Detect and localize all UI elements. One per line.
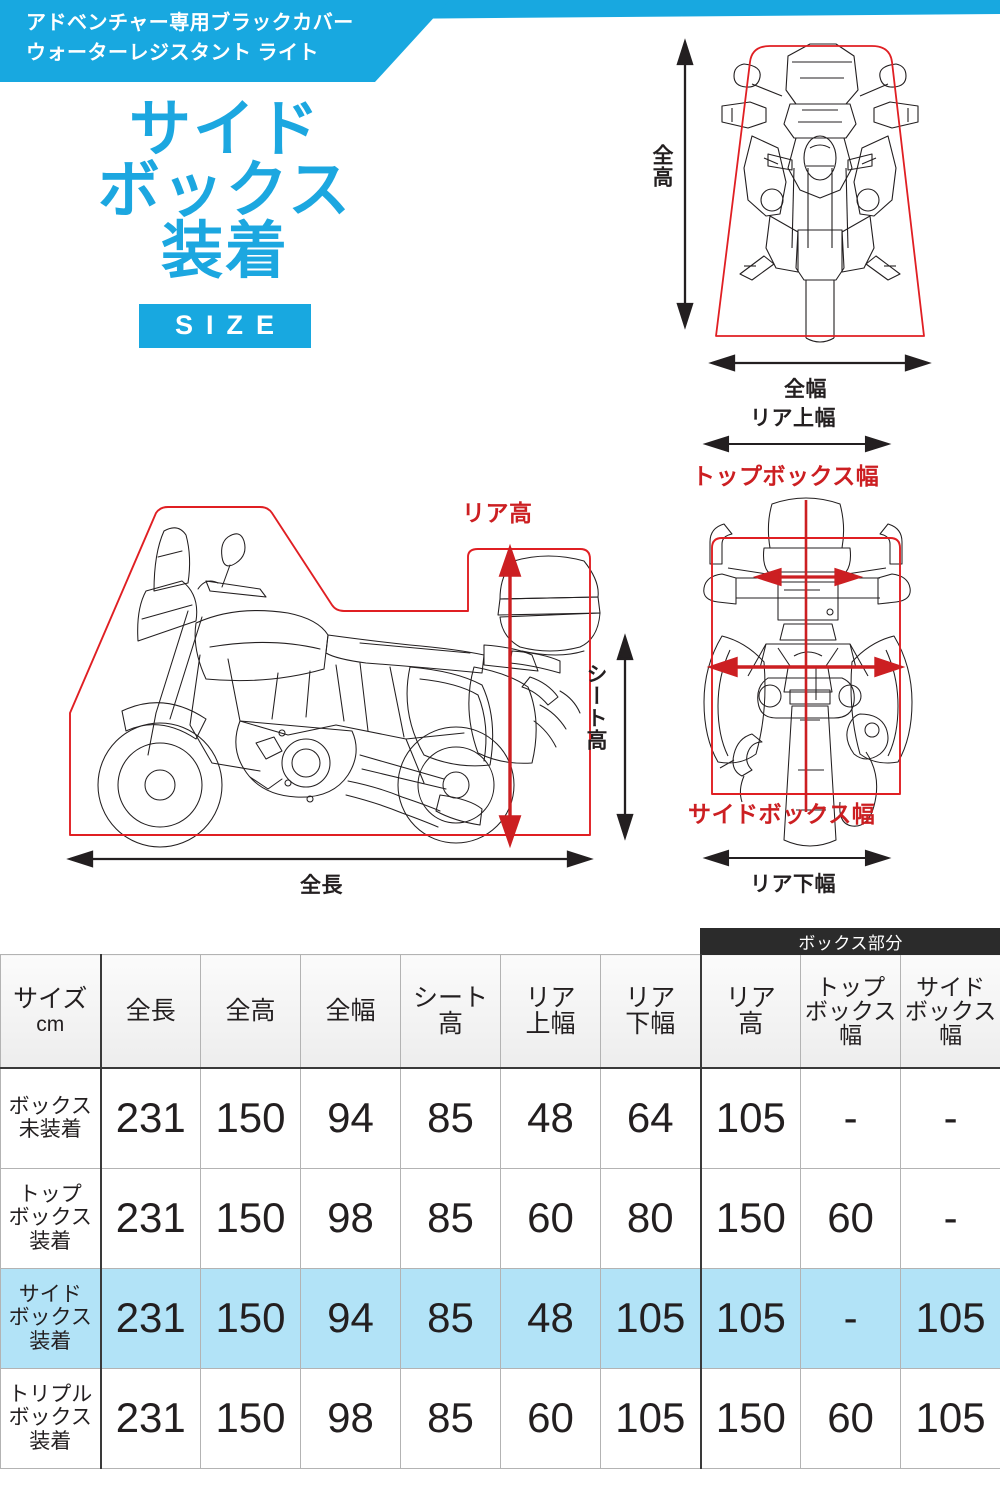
cell-rear-height: 150 <box>699 1367 802 1469</box>
cell-total-height: 150 <box>200 1067 301 1169</box>
side-view-diagram: リア高 シート高 全長 <box>60 495 660 897</box>
header-rear-lower-width: リア 下幅 <box>599 954 702 1069</box>
page-title-line2: ボックス <box>97 155 353 225</box>
table-header-row: サイズ cm 全長 全高 全幅 シート 高 リア 上幅 リア 下幅 リア 高 ト… <box>0 954 1000 1069</box>
cell-top-box-width: - <box>800 1067 902 1169</box>
cell-rear-upper-width: 48 <box>500 1067 601 1169</box>
header-rear-upper-width: リア 上幅 <box>500 954 601 1069</box>
header-size: サイズ cm <box>0 954 101 1069</box>
header-size-unit: cm <box>36 1012 65 1036</box>
cell-seat-height: 85 <box>400 1267 501 1369</box>
box-section-group-header: ボックス部分 <box>700 928 1000 955</box>
cell-side-box-width: 105 <box>900 1367 1000 1469</box>
cell-seat-height: 85 <box>400 1167 501 1269</box>
table-row: トップ ボックス 装着 231 150 98 85 60 80 150 60 - <box>0 1167 1000 1269</box>
front-view-height-label: 全高 <box>650 144 673 188</box>
header-top-box-width: トップ ボックス 幅 <box>800 954 902 1069</box>
page-title: サイド ボックス 装着 SIZE <box>0 95 450 349</box>
side-view-rear-height-label: リア高 <box>462 500 533 526</box>
rear-view-top-box-width-label: トップボックス幅 <box>692 463 880 489</box>
cell-rear-height: 105 <box>699 1067 802 1169</box>
cell-total-width: 98 <box>300 1367 401 1469</box>
cell-rear-lower-width: 105 <box>599 1367 702 1469</box>
table-body: ボックス 未装着 231 150 94 85 48 64 105 - - トップ… <box>0 1067 1000 1469</box>
cell-total-height: 150 <box>200 1167 301 1269</box>
front-view-diagram: 全高 全幅 <box>640 18 1000 408</box>
row-label: トップ ボックス 装着 <box>0 1167 101 1269</box>
cell-rear-lower-width: 80 <box>599 1167 702 1269</box>
cell-rear-height: 105 <box>699 1267 802 1369</box>
front-view-width-label: 全幅 <box>784 378 827 401</box>
side-view-length-label: 全長 <box>300 874 343 897</box>
header-banner: アドベンチャー専用ブラックカバー ウォーターレジスタント ライト <box>0 0 1000 95</box>
header-seat-height: シート 高 <box>400 954 501 1069</box>
cell-rear-lower-width: 105 <box>599 1267 702 1369</box>
rear-view-side-box-width-label: サイドボックス幅 <box>688 801 876 827</box>
header-total-width: 全幅 <box>300 954 401 1069</box>
cell-total-length: 231 <box>99 1367 201 1469</box>
cell-total-length: 231 <box>99 1267 201 1369</box>
cell-top-box-width: 60 <box>800 1367 902 1469</box>
rear-view-diagram: リア上幅 トップボックス幅 サイドボックス幅 リア下幅 <box>660 400 1000 900</box>
rear-view-svg <box>702 435 913 867</box>
header-rear-height: リア 高 <box>699 954 802 1069</box>
cell-total-width: 94 <box>300 1267 401 1369</box>
banner-block <box>0 0 450 82</box>
row-label: サイド ボックス 装着 <box>0 1267 101 1369</box>
cell-total-length: 231 <box>99 1067 201 1169</box>
cell-total-height: 150 <box>200 1367 301 1469</box>
header-size-main: サイズ <box>13 985 88 1014</box>
cell-rear-lower-width: 64 <box>599 1067 702 1169</box>
table-head: ボックス部分 サイズ cm 全長 全高 全幅 シート 高 リア 上幅 リア 下幅… <box>0 928 1000 1069</box>
header-side-box-width: サイド ボックス 幅 <box>900 954 1000 1069</box>
rear-view-upper-width-label: リア上幅 <box>750 407 836 430</box>
size-badge: SIZE <box>138 304 311 349</box>
header-total-length: 全長 <box>99 954 201 1069</box>
cell-side-box-width: - <box>900 1067 1000 1169</box>
size-table: ボックス部分 サイズ cm 全長 全高 全幅 シート 高 リア 上幅 リア 下幅… <box>0 928 1000 1469</box>
page-title-line1: サイド <box>128 95 321 164</box>
page-title-line3: 装着 <box>160 216 289 286</box>
cell-total-width: 94 <box>300 1067 401 1169</box>
banner-title-text: アドベンチャー専用ブラックカバー ウォーターレジスタント ライト <box>26 12 354 64</box>
header-total-height: 全高 <box>200 954 301 1069</box>
group-header-spacer <box>0 928 701 955</box>
cell-rear-upper-width: 60 <box>500 1367 601 1469</box>
cell-top-box-width: 60 <box>800 1167 902 1269</box>
cell-total-width: 98 <box>300 1167 401 1269</box>
cell-total-height: 150 <box>200 1267 301 1369</box>
cell-seat-height: 85 <box>400 1067 501 1169</box>
cell-side-box-width: - <box>900 1167 1000 1269</box>
rear-view-lower-width-label: リア下幅 <box>750 873 836 896</box>
table-row: ボックス 未装着 231 150 94 85 48 64 105 - - <box>0 1067 1000 1169</box>
cell-top-box-width: - <box>800 1267 902 1369</box>
table-row-highlighted: サイド ボックス 装着 231 150 94 85 48 105 105 - 1… <box>0 1267 1000 1369</box>
cell-rear-upper-width: 48 <box>500 1267 601 1369</box>
side-view-svg <box>66 506 634 868</box>
front-view-svg <box>676 38 932 372</box>
cell-side-box-width: 105 <box>900 1267 1000 1369</box>
table-group-header-row: ボックス部分 <box>0 928 1000 955</box>
side-view-seat-height-label: シート高 <box>584 663 607 751</box>
cell-rear-upper-width: 60 <box>500 1167 601 1269</box>
cell-seat-height: 85 <box>400 1367 501 1469</box>
cell-rear-height: 150 <box>699 1167 802 1269</box>
cell-total-length: 231 <box>99 1167 201 1269</box>
row-label: トリプル ボックス 装着 <box>0 1367 101 1469</box>
table-row: トリプル ボックス 装着 231 150 98 85 60 105 150 60… <box>0 1367 1000 1469</box>
row-label: ボックス 未装着 <box>0 1067 101 1169</box>
